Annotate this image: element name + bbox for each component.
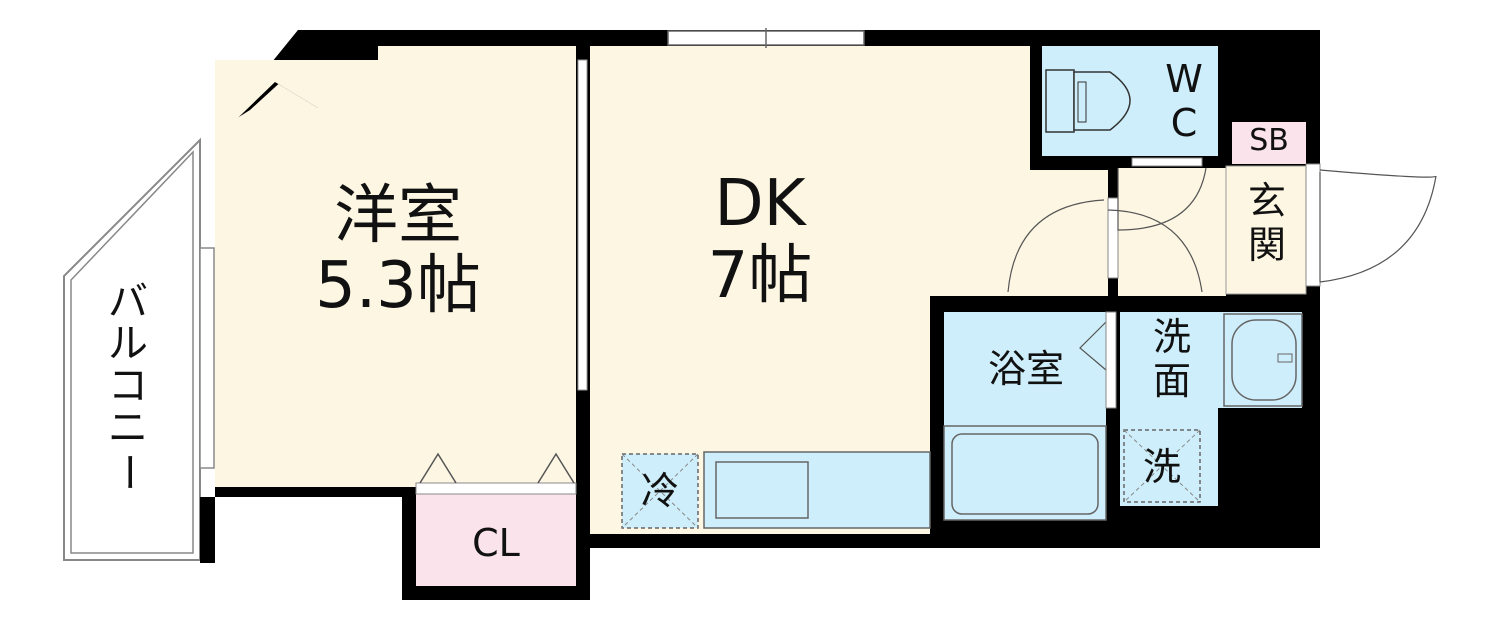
bath-door xyxy=(1079,321,1107,371)
fridge-label: 冷 xyxy=(640,469,679,513)
hall-door-arc xyxy=(1117,167,1207,231)
balcony-char-1: バ xyxy=(108,279,148,325)
entrance-label: 玄 関 xyxy=(1240,182,1294,264)
closet-floor xyxy=(416,494,576,586)
balcony-label: バ ル コ ニ ー xyxy=(100,282,156,492)
partition-window xyxy=(577,59,588,391)
dk-label: DK 7帖 xyxy=(660,172,860,308)
hall-floor xyxy=(1118,168,1226,296)
washroom-line1: 洗 xyxy=(1152,315,1191,359)
western-room-floor xyxy=(215,46,576,487)
toilet-tank xyxy=(1045,69,1075,133)
dk-size: 7帖 xyxy=(707,239,813,313)
bathroom-label: 浴室 xyxy=(987,347,1064,391)
washer-label: 洗 xyxy=(1142,445,1181,489)
balcony-char-5: ー xyxy=(105,452,151,492)
wc-label: W C xyxy=(1162,60,1206,142)
closet-label: CL xyxy=(472,521,520,565)
kitchen-sink xyxy=(715,461,809,519)
wc-line1: W xyxy=(1165,57,1203,101)
closet-door-left xyxy=(419,452,457,484)
entrance-door-arc xyxy=(1319,169,1437,283)
western-room-size: 5.3帖 xyxy=(315,249,481,323)
shoe-box-label: SB xyxy=(1249,123,1289,158)
closet-door-right xyxy=(537,452,575,484)
balcony-char-2: ル xyxy=(108,321,148,367)
entrance-line2: 関 xyxy=(1247,223,1286,267)
balcony-outline-inner xyxy=(70,150,194,554)
balcony-char-4: ニ xyxy=(108,405,148,451)
western-room-floor-fix xyxy=(215,46,576,140)
western-window xyxy=(199,247,215,469)
western-room-name: 洋室 xyxy=(334,179,462,253)
entrance-line1: 玄 xyxy=(1247,179,1286,223)
dk-door-arc xyxy=(1007,199,1105,293)
toilet-bowl xyxy=(1073,71,1131,131)
wc-line2: C xyxy=(1170,101,1198,145)
western-room-label: 洋室 5.3帖 xyxy=(288,184,508,318)
washroom-line2: 面 xyxy=(1152,359,1191,403)
wc-door-line xyxy=(1131,157,1203,167)
dk-name: DK xyxy=(714,167,806,241)
closet-door-line xyxy=(415,482,577,495)
dk-floor xyxy=(590,46,1108,534)
right-column xyxy=(1218,408,1320,548)
washroom-label: 洗 面 xyxy=(1142,318,1202,400)
balcony-char-3: コ xyxy=(108,363,148,409)
entrance-floor xyxy=(1225,165,1307,295)
shoe-box xyxy=(1232,122,1306,164)
